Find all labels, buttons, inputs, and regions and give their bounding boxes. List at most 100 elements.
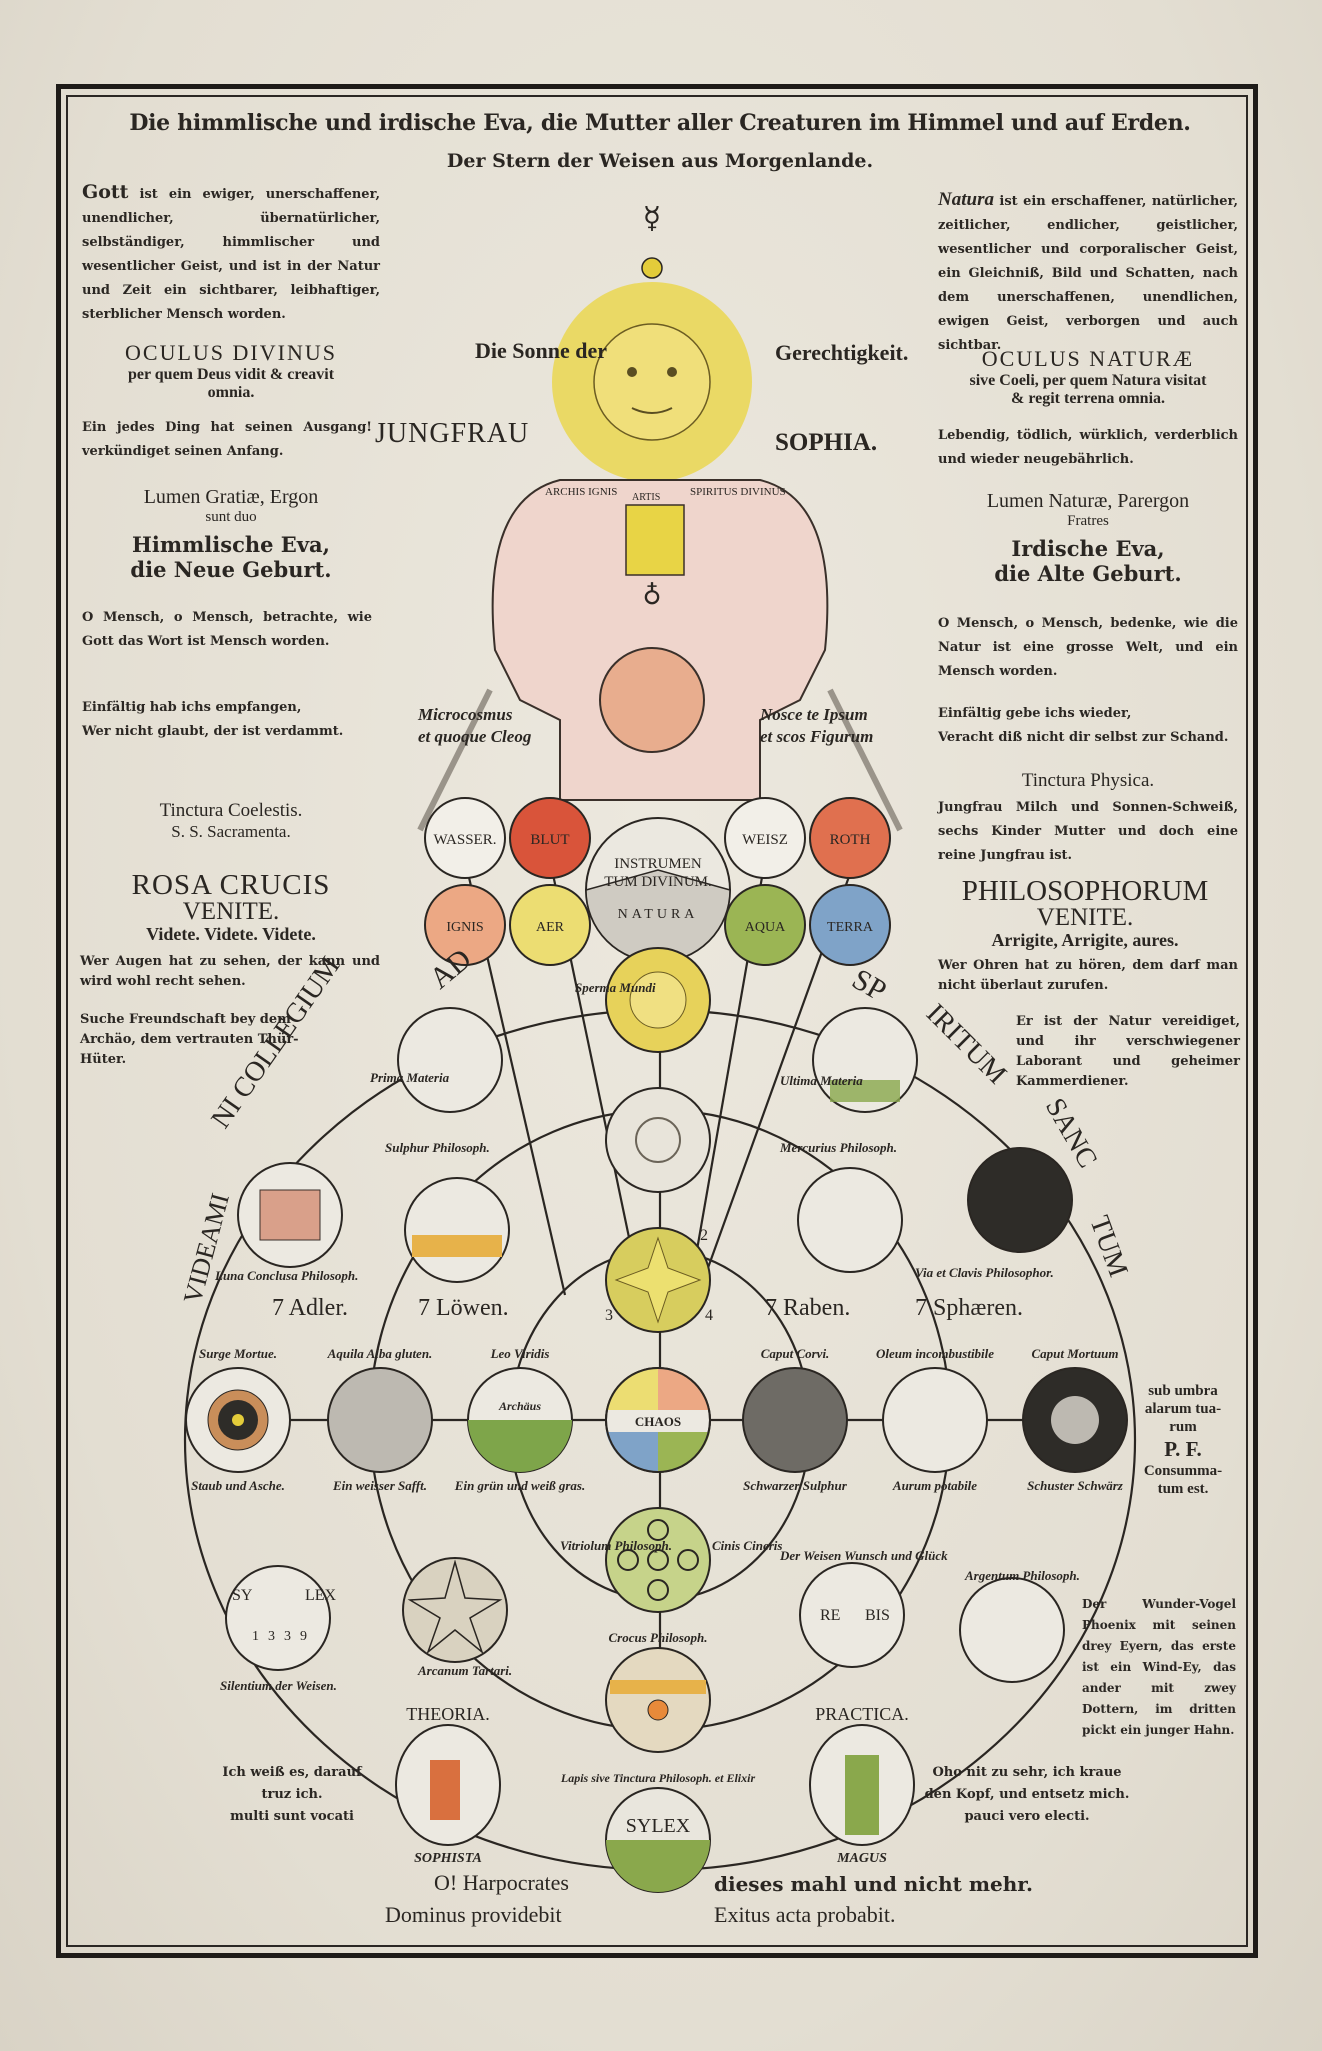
ultima-materia-label: Ultima Materia — [780, 1073, 863, 1088]
sub-umbra-line1: sub umbra — [1148, 1383, 1218, 1399]
body-label-artis: ARTIS — [632, 492, 660, 503]
pf-initials: P. F. — [1164, 1437, 1202, 1461]
lebendig-text: Lebendig, tödlich, würklich, verderblich… — [938, 428, 1238, 467]
row-top-3: Caput Corvi. — [761, 1346, 830, 1361]
lumen-gratiae-sub: sunt duo — [205, 509, 257, 525]
natura-text: ist ein erschaffener, natürlicher, zeitl… — [938, 194, 1238, 353]
prima-materia-circle — [397, 1007, 503, 1113]
mercurius-label: Mercurius Philosoph. — [779, 1140, 897, 1155]
sub-umbra-line3: rum — [1169, 1419, 1197, 1435]
small-sun-symbol — [641, 257, 663, 279]
lumen-naturae: Lumen Naturæ, Parergon Fratres Irdische … — [938, 490, 1238, 586]
lapis-label: Lapis sive Tinctura Philosoph. et Elixir — [560, 1771, 756, 1785]
arc-sp: SP — [847, 962, 892, 1007]
theoria-label: THEORIA. — [406, 1704, 490, 1724]
tinctura-physica: Tinctura Physica. — [938, 770, 1238, 792]
lumen-naturae-sub: Fratres — [1067, 513, 1109, 529]
nosce-2: et scos Figurum — [760, 727, 873, 746]
aquila-alba-circle — [327, 1367, 433, 1473]
rosa-venite: VENITE. — [182, 898, 280, 925]
top-row-circle — [509, 797, 591, 879]
moon-circle — [605, 1087, 711, 1193]
theoria-text-2: truz ich. — [261, 1787, 323, 1802]
practica-text: Oho nit zu sehr, ich kraue den Kopf, und… — [922, 1762, 1132, 1828]
natura-lead: Natura — [938, 189, 994, 210]
oculus-naturae-sub1: sive Coeli, per quem Natura visitat — [969, 372, 1207, 389]
via-clavis-label: Via et Clavis Philosophor. — [915, 1265, 1054, 1280]
arc-iritum: IRITUM — [920, 998, 1012, 1090]
tree-3: 3 — [284, 1629, 291, 1644]
luna-label: Luna Conclusa Philosoph. — [214, 1268, 358, 1283]
venus-symbol: ♁ — [642, 581, 661, 610]
tinctura-coelestis: Tinctura Coelestis. S. S. Sacramenta. — [82, 800, 380, 842]
theoria-text-1: Ich weiß es, darauf — [222, 1765, 362, 1780]
gerechtigkeit: Gerechtigkeit. — [775, 340, 908, 365]
row-bottom-2: Ein grün und weiß gras. — [454, 1478, 585, 1493]
row-top-5: Caput Mortuum — [1031, 1346, 1118, 1361]
philosophorum-venite: VENITE. — [1036, 904, 1134, 931]
tree-4: 9 — [300, 1629, 307, 1644]
sonne-der: Die Sonne der — [475, 338, 607, 363]
arc-videami: VIDEAMI — [178, 1190, 235, 1306]
top-row-circle — [424, 797, 506, 879]
row-bottom-5: Schuster Schwärz — [1027, 1478, 1124, 1493]
microcosmus-1: Microcosmus — [417, 705, 513, 724]
oleum-circle — [882, 1367, 988, 1473]
tree-2: 3 — [268, 1629, 275, 1644]
natura-paragraph: Natura ist ein erschaffener, natürlicher… — [938, 188, 1238, 358]
element-label: AQUA — [745, 920, 786, 935]
consummatum-line2: tum est. — [1157, 1481, 1209, 1497]
element-circle — [724, 884, 806, 966]
oculus-naturae: OCULUS NATURÆ sive Coeli, per quem Natur… — [938, 346, 1238, 408]
practica-text-2: den Kopf, und entsetz mich. — [924, 1787, 1130, 1802]
himmlische-eva: Himmlische Eva, — [132, 532, 330, 557]
page-subtitle: Der Stern der Weisen aus Morgenlande. — [446, 150, 874, 172]
inner-border — [66, 95, 1248, 1947]
cinis-label: Cinis Cineris — [712, 1538, 782, 1553]
element-label: AER — [536, 920, 565, 935]
silentium-label: Silentium der Weisen. — [220, 1678, 337, 1693]
arcanum-label: Arcanum Tartari. — [417, 1663, 512, 1678]
womb-circle — [599, 647, 705, 753]
beam-left — [417, 688, 493, 832]
beam-right — [827, 688, 903, 832]
arc-collegium: NI COLLEGIUM — [205, 951, 346, 1134]
lumen-gratiae-title: Lumen Gratiæ, Ergon — [143, 486, 319, 508]
microcosmus-2: et quoque Cleog — [418, 727, 532, 746]
top-row-label: ROTH — [830, 832, 871, 848]
top-row-circle — [809, 797, 891, 879]
sulphur-label: Sulphur Philosoph. — [385, 1140, 490, 1155]
top-row-circle — [724, 797, 806, 879]
element-label: IGNIS — [446, 920, 483, 935]
einfaeltig-left-line1: Einfältig hab ichs empfangen, — [82, 700, 302, 715]
practica-text-3: pauci vero electi. — [964, 1809, 1090, 1824]
row-top-4: Oleum incombustibile — [876, 1346, 994, 1361]
row-top-2: Leo Viridis — [490, 1346, 550, 1361]
einfaeltig-right: Einfältig gebe ichs wieder, Veracht diß … — [938, 702, 1238, 750]
top-row-label: WASSER. — [434, 832, 497, 848]
augen-text: Wer Augen hat zu sehen, der kann und wir… — [80, 954, 380, 989]
ohren-text: Wer Ohren hat zu hören, dem darf man nic… — [938, 958, 1238, 993]
tree-1: 1 — [252, 1629, 259, 1644]
oculus-divinus-title: OCULUS DIVINUS — [125, 340, 337, 365]
rosa-crucis-title: ROSA CRUCIS — [131, 869, 331, 901]
element-circle — [424, 884, 506, 966]
videte: Videte. Videte. Videte. — [146, 924, 316, 944]
nosce-1: Nosce te Ipsum — [759, 705, 868, 724]
argentum-label: Argentum Philosoph. — [964, 1568, 1080, 1583]
consummatum-line1: Consumma- — [1143, 1463, 1223, 1479]
theoria-text: Ich weiß es, darauf truz ich. multi sunt… — [212, 1762, 372, 1828]
gott-paragraph: Gott ist ein ewiger, unerschaffener, une… — [82, 180, 380, 327]
top-row-label: WEISZ — [742, 832, 788, 848]
archaeus-label: Archäus — [498, 1399, 541, 1413]
tablets — [625, 504, 685, 576]
sophia-label: SOPHIA. — [775, 429, 877, 456]
oculus-naturae-sub2: & regit terrena omnia. — [1010, 390, 1166, 407]
arrigite: Arrigite, Arrigite, aures. — [991, 930, 1179, 950]
caput-corvi-circle — [742, 1367, 848, 1473]
tinctura-coelestis-title: Tinctura Coelestis. — [159, 800, 303, 821]
sylex-left-1: SY — [232, 1587, 253, 1604]
irdische-eva: Irdische Eva, — [1011, 536, 1165, 561]
